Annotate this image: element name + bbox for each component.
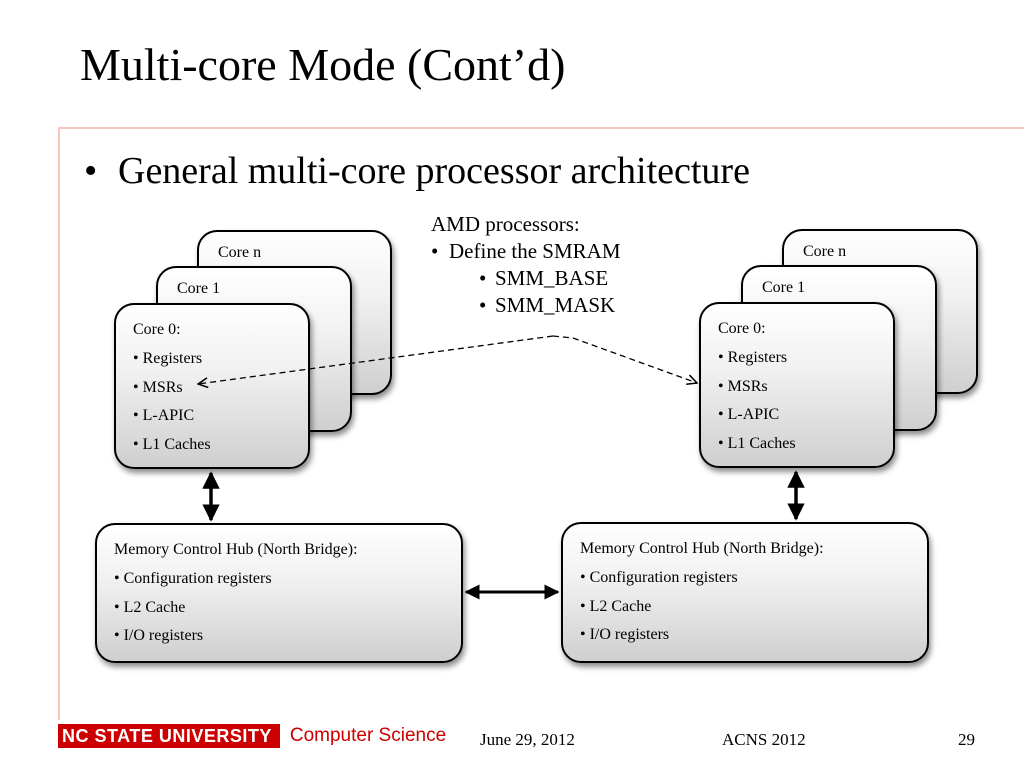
list-item: • Registers xyxy=(718,348,788,366)
right-core-0-heading: Core 0: xyxy=(718,320,766,337)
amd-note-subitem-text: SMM_BASE xyxy=(495,266,609,290)
smram-pointer-right xyxy=(552,335,697,383)
bullet-marker: • xyxy=(479,293,487,317)
right-core-0-list: • Registers • MSRs • L-APIC • L1 Caches xyxy=(701,344,893,459)
left-core-n-label: Core n xyxy=(218,244,262,261)
right-core-n-label: Core n xyxy=(803,243,847,260)
left-mch-heading: Memory Control Hub (North Bridge): xyxy=(114,541,358,558)
main-bullet: • General multi-core processor architectu… xyxy=(84,149,750,193)
amd-note-subitem: • SMM_MASK xyxy=(431,292,621,319)
list-item: • L2 Cache xyxy=(114,598,186,616)
list-item: • Configuration registers xyxy=(580,568,738,586)
right-core-1-label: Core 1 xyxy=(762,279,806,296)
list-item: • MSRs xyxy=(718,377,768,395)
university-logo: NC STATE UNIVERSITY Computer Science xyxy=(58,724,446,748)
amd-note: AMD processors: • Define the SMRAM • SMM_B… xyxy=(431,211,621,319)
list-item: • L-APIC xyxy=(718,406,780,424)
list-item: • L1 Caches xyxy=(718,435,796,453)
amd-note-subitem-text: SMM_MASK xyxy=(495,293,616,317)
list-item: • Registers xyxy=(133,349,203,367)
amd-note-item: • Define the SMRAM xyxy=(431,238,621,265)
right-mch-list: • Configuration registers • L2 Cache • I… xyxy=(563,564,927,650)
left-core-0-box: Core 0: • Registers • MSRs • L-APIC • L1… xyxy=(114,303,310,469)
amd-note-subitem: • SMM_BASE xyxy=(431,265,621,292)
left-mch-box: Memory Control Hub (North Bridge): • Con… xyxy=(95,523,463,663)
list-item: • L-APIC xyxy=(133,407,195,425)
list-item: • MSRs xyxy=(133,378,183,396)
bullet-marker: • xyxy=(431,239,439,263)
list-item: • Configuration registers xyxy=(114,569,272,587)
right-mch-box: Memory Control Hub (North Bridge): • Con… xyxy=(561,522,929,663)
amd-note-heading: AMD processors: xyxy=(431,212,580,236)
list-item: • L2 Cache xyxy=(580,597,652,615)
list-item: • I/O registers xyxy=(114,627,204,645)
amd-note-item-text: Define the SMRAM xyxy=(449,239,621,263)
left-margin-rule xyxy=(58,127,60,720)
left-core-0-heading: Core 0: xyxy=(133,321,181,338)
list-item: • L1 Caches xyxy=(133,436,211,454)
main-bullet-text: General multi-core processor architectur… xyxy=(118,150,750,192)
title-divider xyxy=(58,127,1024,129)
right-mch-heading: Memory Control Hub (North Bridge): xyxy=(580,540,824,557)
left-core-0-list: • Registers • MSRs • L-APIC • L1 Caches xyxy=(116,345,308,460)
slide-number: 29 xyxy=(958,730,975,749)
left-core-1-label: Core 1 xyxy=(177,280,221,297)
footer-date: June 29, 2012 xyxy=(480,730,575,749)
university-wordmark: NC STATE UNIVERSITY xyxy=(58,724,280,748)
bullet-marker: • xyxy=(479,266,487,290)
right-core-0-box: Core 0: • Registers • MSRs • L-APIC • L1… xyxy=(699,302,895,468)
left-mch-list: • Configuration registers • L2 Cache • I… xyxy=(97,565,461,651)
department-name: Computer Science xyxy=(289,725,447,746)
list-item: • I/O registers xyxy=(580,626,670,644)
slide-title: Multi-core Mode (Cont’d) xyxy=(80,39,566,90)
bullet-marker: • xyxy=(84,150,98,192)
footer-conference: ACNS 2012 xyxy=(722,730,806,749)
